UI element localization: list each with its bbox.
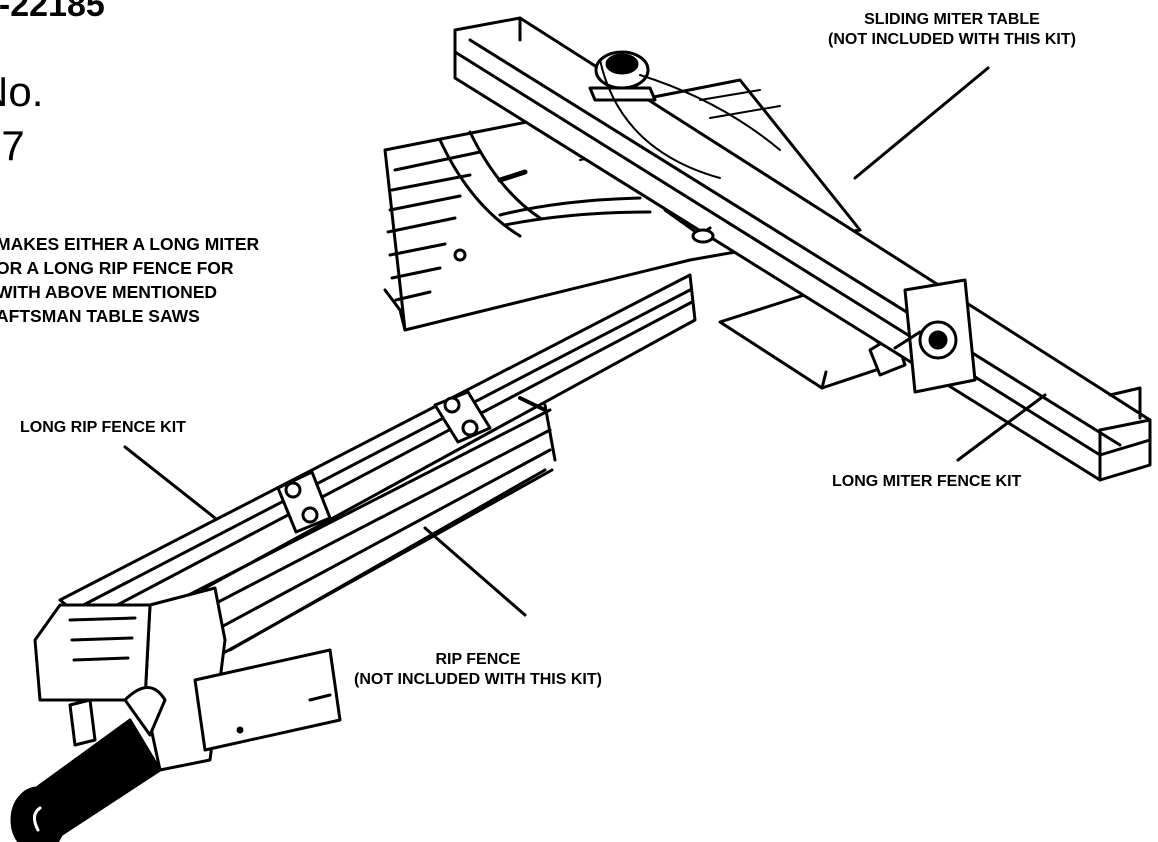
miter-fence-clamp [893, 278, 977, 394]
long-rip-fence-kit [58, 273, 697, 682]
description-line: OR A LONG RIP FENCE FOR [0, 258, 234, 278]
callout-rip-fence: RIP FENCE (NOT INCLUDED WITH THIS KIT) [354, 650, 602, 690]
callout-line: SLIDING MITER TABLE [864, 11, 1040, 28]
callout-line: (NOT INCLUDED WITH THIS KIT) [828, 31, 1076, 48]
callout-sliding-miter-table: SLIDING MITER TABLE (NOT INCLUDED WITH T… [828, 10, 1076, 50]
rip-fence-handle [10, 686, 167, 842]
sliding-miter-table [453, 16, 1152, 482]
model-number: 17 [0, 122, 25, 169]
miter-lock-knob [588, 50, 781, 179]
table-hardware [663, 208, 715, 244]
callout-long-rip-fence-kit: LONG RIP FENCE KIT [20, 419, 186, 436]
callout-line: (NOT INCLUDED WITH THIS KIT) [354, 671, 602, 688]
rip-fence-clamp-plate-upper [433, 390, 492, 444]
rip-fence-head [33, 586, 342, 772]
rip-fence-clamp-plate-lower [276, 470, 332, 534]
callout-leaders [123, 66, 1047, 617]
leader-long-rip-fence-kit [123, 445, 217, 520]
callout-long-miter-fence-kit: LONG MITER FENCE KIT [832, 473, 1022, 490]
leader-sliding-miter-table [853, 66, 990, 180]
description-line: WITH ABOVE MENTIONED [0, 282, 218, 302]
part-number: 9-22185 [0, 0, 105, 24]
leader-rip-fence [423, 526, 527, 617]
kit-description: MAKES EITHER A LONG MITER OR A LONG RIP … [0, 232, 259, 328]
leader-long-miter-fence-kit [956, 393, 1047, 462]
description-line: AFTSMAN TABLE SAWS [0, 306, 200, 326]
description-line: MAKES EITHER A LONG MITER [0, 234, 260, 254]
callout-line: RIP FENCE [435, 651, 521, 668]
model-number-label: No. [0, 68, 44, 115]
